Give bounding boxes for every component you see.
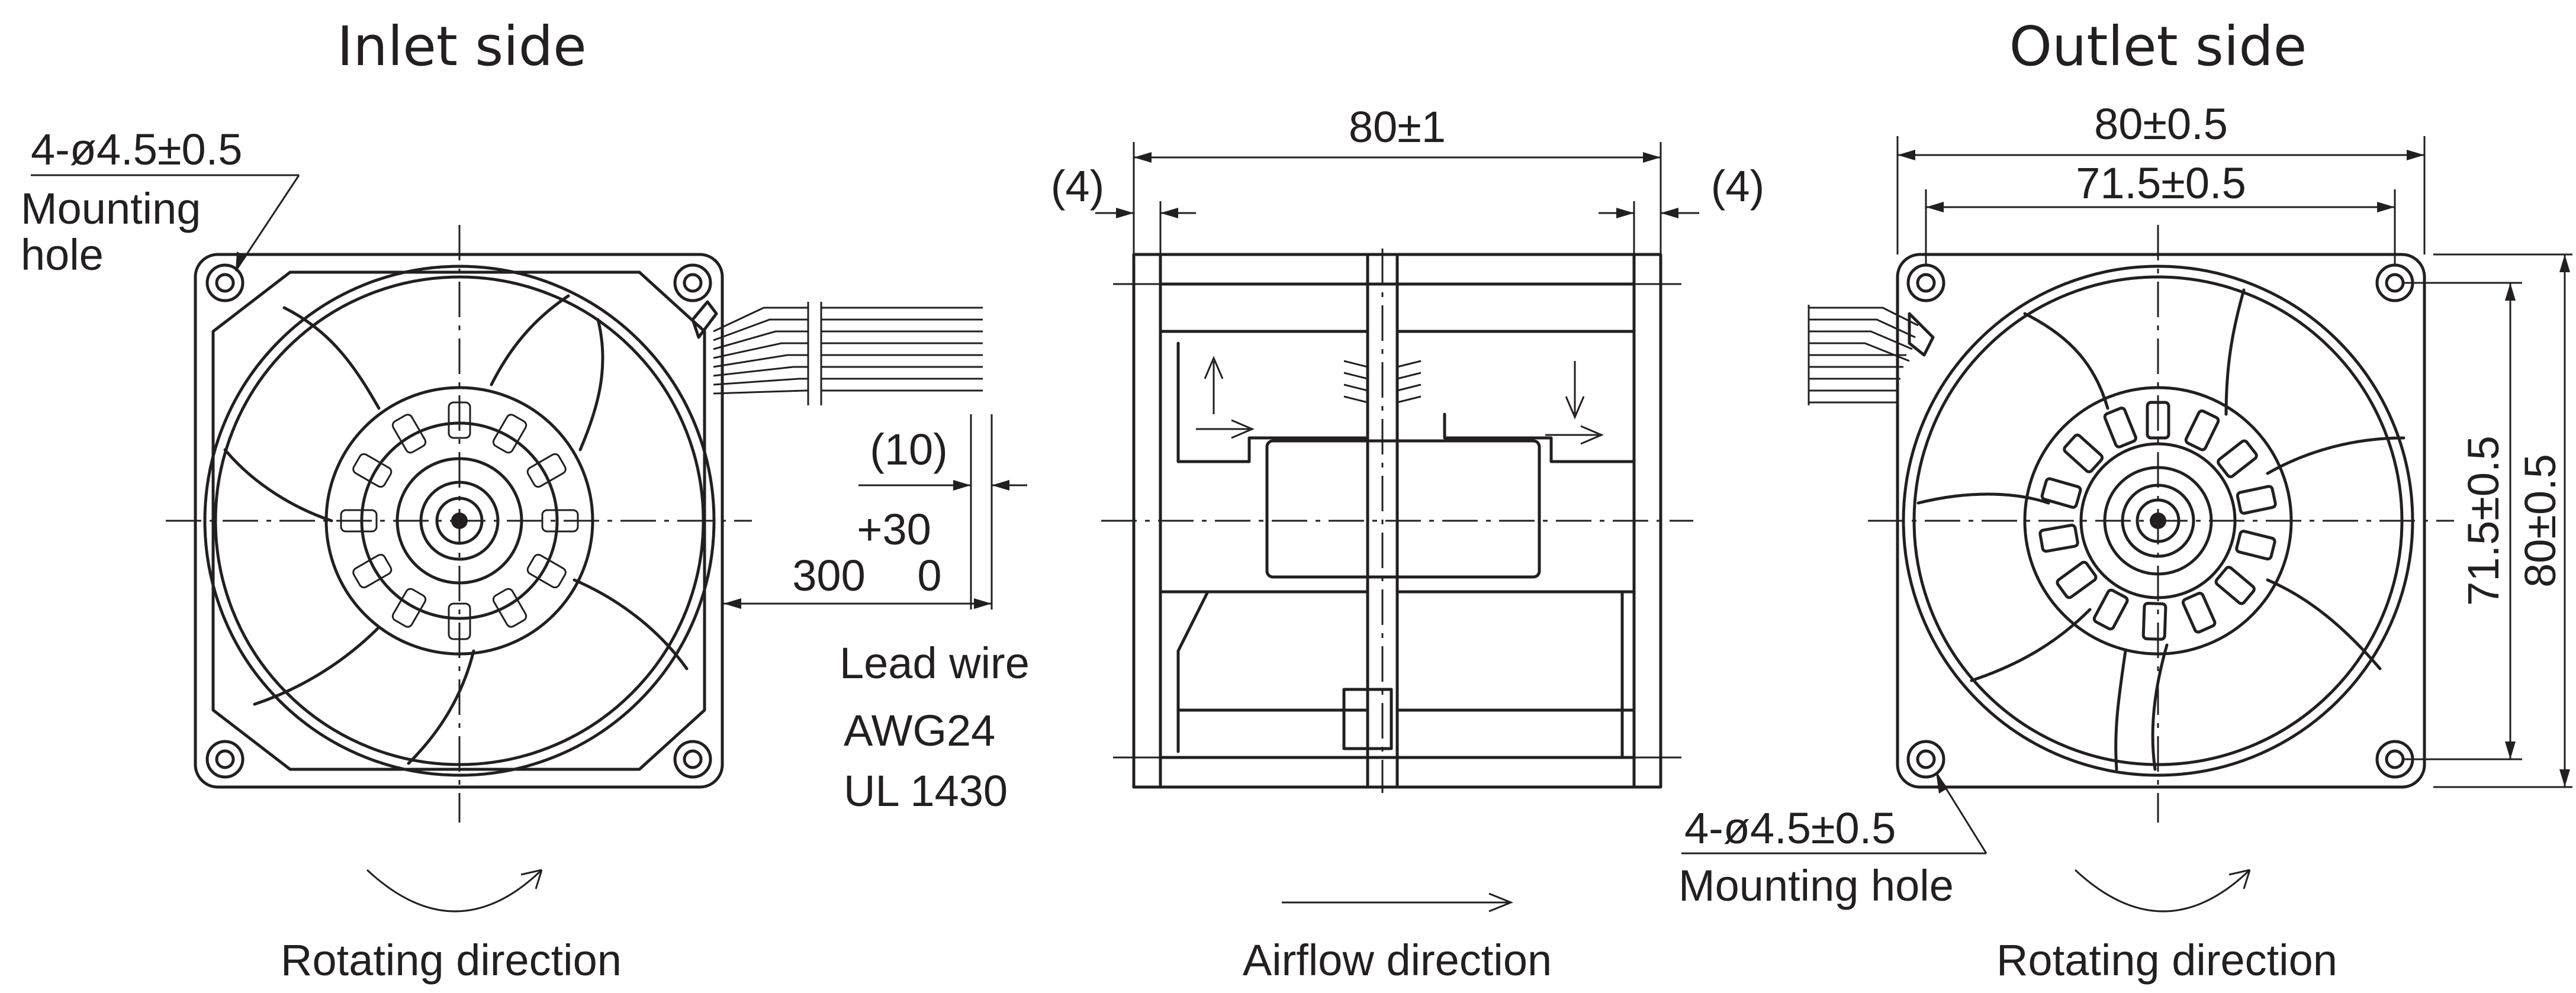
side-inner-down-arrow-icon bbox=[1565, 361, 1585, 420]
inlet-hole-label-line1: Mounting bbox=[21, 184, 201, 233]
outlet-v-outer-dimension: 80±0.5 bbox=[2516, 454, 2565, 588]
inlet-rotation-arrow-icon bbox=[366, 869, 543, 913]
outlet-hub-slots bbox=[2038, 401, 2277, 641]
side-inner-right-arrow-icon-1 bbox=[1196, 419, 1255, 439]
inlet-venturi-outer bbox=[203, 265, 716, 777]
outlet-pitch-dimension: 71.5±0.5 bbox=[2076, 159, 2246, 208]
outlet-hole-label: Mounting hole bbox=[1678, 861, 1954, 910]
lead-wire-label: Lead wire bbox=[840, 639, 1030, 688]
side-lower-connector bbox=[1342, 688, 1393, 750]
inlet-impeller-blades bbox=[223, 294, 689, 765]
airflow-arrowhead-icon bbox=[1488, 892, 1513, 913]
side-view: 80±1 (4) (4) Airflow direction bbox=[1051, 102, 1764, 985]
side-left-flange-dim: (4) bbox=[1051, 162, 1104, 211]
airflow-direction-label: Airflow direction bbox=[1243, 936, 1552, 985]
inlet-hole-leader bbox=[234, 175, 300, 272]
outlet-rotation-arrowhead-icon bbox=[2228, 869, 2251, 889]
outlet-view: 80±0.5 71.5±0.5 71.5±0.5 80±0.5 4-ø4.5±0… bbox=[1678, 99, 2572, 985]
inlet-lead-wires bbox=[691, 299, 983, 405]
outlet-lead-wires bbox=[1808, 305, 1935, 405]
inlet-rotation-label: Rotating direction bbox=[281, 936, 622, 985]
lead-length-tol-upper: +30 bbox=[857, 505, 931, 554]
outlet-impeller-blades bbox=[1916, 288, 2405, 771]
lead-wire-gauge: AWG24 bbox=[844, 706, 995, 755]
outlet-rotation-arrow-icon bbox=[2074, 869, 2251, 913]
lead-length-tol-lower: 0 bbox=[917, 551, 941, 600]
side-motor-housing bbox=[1265, 439, 1541, 579]
inlet-view: (10) +30 300 0 Lead wire AWG24 UL 1430 4… bbox=[21, 125, 1030, 985]
inlet-side-title: Inlet side bbox=[337, 15, 586, 78]
inlet-mounting-holes bbox=[205, 263, 712, 779]
outlet-hole-dimension: 4-ø4.5±0.5 bbox=[1684, 804, 1896, 853]
inlet-hole-label-line2: hole bbox=[21, 230, 104, 279]
side-inner-up-arrow-icon bbox=[1204, 356, 1224, 414]
lead-extra-length: (10) bbox=[870, 425, 948, 474]
side-inner-right-arrow-icon-2 bbox=[1545, 425, 1604, 445]
outlet-v-pitch-dimension: 71.5±0.5 bbox=[2459, 436, 2508, 606]
lead-wire-standard: UL 1430 bbox=[844, 766, 1008, 815]
outlet-outer-dimension: 80±0.5 bbox=[2094, 99, 2228, 149]
side-right-flange-dim: (4) bbox=[1711, 162, 1764, 211]
side-width-dimension: 80±1 bbox=[1349, 102, 1446, 151]
inlet-hole-dimension: 4-ø4.5±0.5 bbox=[31, 125, 242, 174]
inlet-rotation-arrowhead-icon bbox=[520, 869, 543, 889]
outlet-side-title: Outlet side bbox=[2009, 15, 2307, 78]
lead-length: 300 bbox=[792, 551, 865, 600]
outlet-rotation-label: Rotating direction bbox=[1996, 936, 2337, 985]
